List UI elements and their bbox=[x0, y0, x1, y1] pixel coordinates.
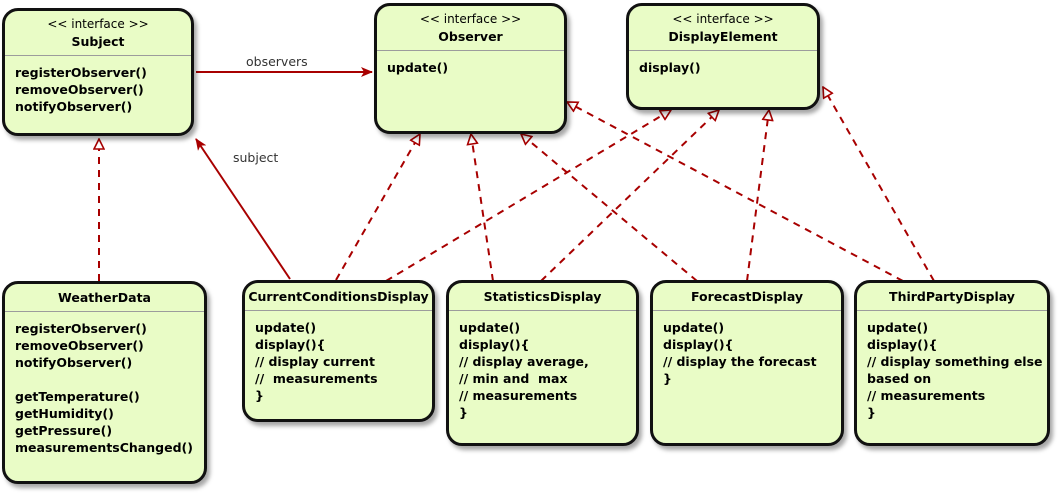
member-line: update() bbox=[255, 320, 317, 335]
member-line: measurementsChanged() bbox=[15, 440, 193, 455]
member-line: registerObserver() bbox=[15, 321, 147, 336]
member-line: removeObserver() bbox=[15, 338, 144, 353]
member-line: } bbox=[867, 405, 876, 420]
method-list: update() display(){ // display something e… bbox=[857, 311, 1047, 421]
third-party-display-box: ThirdPartyDisplay update() display(){ // d… bbox=[854, 280, 1050, 446]
edge-current-subject bbox=[195, 138, 291, 280]
stereotype-label: << interface >> bbox=[672, 12, 774, 26]
member-line: // min and max bbox=[459, 371, 568, 386]
statistics-display-box: StatisticsDisplay update() display(){ // d… bbox=[446, 280, 639, 446]
member-line: } bbox=[255, 388, 264, 403]
member-line: based on bbox=[867, 371, 932, 386]
member-line: // measurements bbox=[459, 388, 578, 403]
member-line: notifyObserver() bbox=[15, 99, 133, 114]
member-line: update() bbox=[867, 320, 929, 335]
member-line: // display average, bbox=[459, 354, 589, 369]
edge-label-observers: observers bbox=[246, 54, 308, 69]
edge-forecast-observer bbox=[521, 134, 698, 282]
class-name: CurrentConditionsDisplay bbox=[248, 289, 429, 304]
member-line: getPressure() bbox=[15, 423, 113, 438]
section-divider bbox=[629, 50, 817, 51]
member-line: display(){ bbox=[255, 337, 326, 352]
edge-label-subject: subject bbox=[233, 150, 278, 165]
stereotype-label: << interface >> bbox=[419, 12, 522, 26]
edge-statistics-displayelement bbox=[540, 110, 719, 282]
edge-thirdparty-observer bbox=[567, 101, 904, 282]
class-name: ForecastDisplay bbox=[690, 289, 804, 304]
method-list: registerObserver() removeObserver() notify… bbox=[5, 312, 204, 456]
member-line: getTemperature() bbox=[15, 389, 140, 404]
section-divider bbox=[449, 310, 636, 311]
method-list: update() display(){ // display average, // … bbox=[449, 311, 636, 421]
class-name: WeatherData bbox=[58, 290, 151, 305]
member-line: removeObserver() bbox=[15, 82, 144, 97]
section-divider bbox=[857, 310, 1047, 311]
section-divider bbox=[653, 310, 841, 311]
member-line: update() bbox=[663, 320, 725, 335]
member-line: // measurements bbox=[867, 388, 986, 403]
member-line: // measurements bbox=[255, 371, 378, 386]
forecast-display-box: ForecastDisplay update() display(){ // dis… bbox=[650, 280, 844, 446]
member-line: display(){ bbox=[663, 337, 734, 352]
edge-current-observer bbox=[335, 134, 420, 281]
member-line: // display something else bbox=[867, 354, 1043, 369]
method-list: update() bbox=[377, 51, 564, 76]
edge-statistics-observer bbox=[471, 134, 494, 282]
current-conditions-display-box: CurrentConditionsDisplay update() display… bbox=[242, 280, 435, 422]
observer-interface-box: << interface >> Observer update() bbox=[374, 3, 567, 134]
member-line: update() bbox=[459, 320, 521, 335]
edge-forecast-displayelement bbox=[746, 110, 769, 282]
method-list: update() display(){ // display the forecas… bbox=[653, 311, 841, 387]
stereotype-label: << interface >> bbox=[47, 17, 149, 31]
member-line: registerObserver() bbox=[15, 65, 147, 80]
class-name: DisplayElement bbox=[668, 29, 778, 44]
method-list: registerObserver() removeObserver() notify… bbox=[5, 56, 191, 115]
member-line: display(){ bbox=[459, 337, 530, 352]
class-name: ThirdPartyDisplay bbox=[889, 289, 1015, 304]
member-line: } bbox=[663, 371, 672, 386]
edge-current-displayelement bbox=[385, 110, 671, 282]
edge-thirdparty-displayelement bbox=[823, 87, 935, 282]
method-list: display() bbox=[629, 51, 817, 76]
class-name: Observer bbox=[438, 29, 503, 44]
method-list: update() display(){ // display current // m… bbox=[245, 311, 432, 404]
member-line: update() bbox=[387, 60, 449, 75]
member-line: display() bbox=[639, 60, 701, 75]
subject-interface-box: << interface >> Subject registerObserver… bbox=[2, 8, 194, 136]
member-line: } bbox=[459, 405, 468, 420]
section-divider bbox=[5, 311, 204, 312]
class-name: Subject bbox=[71, 34, 125, 49]
section-divider bbox=[245, 310, 432, 311]
section-divider bbox=[377, 50, 564, 51]
display-element-interface-box: << interface >> DisplayElement display() bbox=[626, 3, 820, 110]
section-divider bbox=[5, 55, 191, 56]
member-line: getHumidity() bbox=[15, 406, 114, 421]
member-line: // display the forecast bbox=[663, 354, 817, 369]
member-line bbox=[15, 371, 194, 388]
weather-data-class-box: WeatherData registerObserver() removeObse… bbox=[2, 281, 207, 484]
member-line: notifyObserver() bbox=[15, 355, 133, 370]
class-name: StatisticsDisplay bbox=[483, 289, 602, 304]
member-line: // display current bbox=[255, 354, 375, 369]
member-line: display(){ bbox=[867, 337, 938, 352]
